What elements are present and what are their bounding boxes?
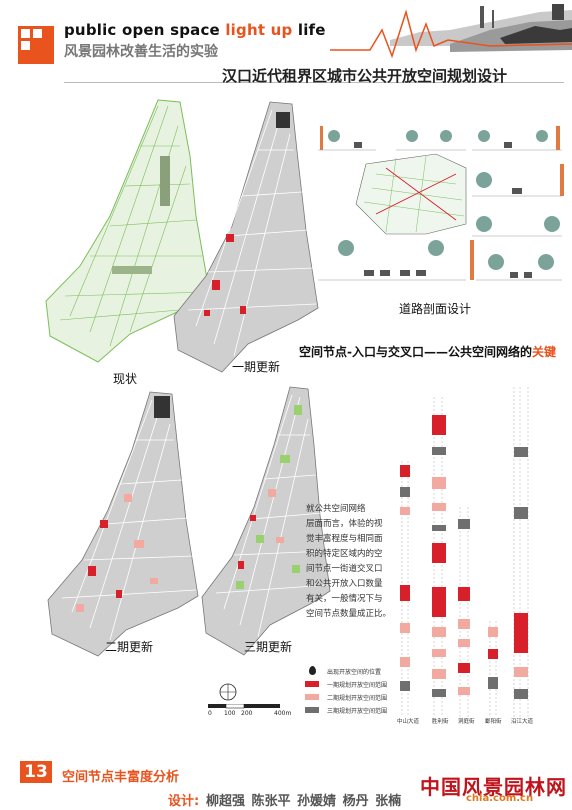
brand-subtitle: 风景园林改善生活的实验 xyxy=(64,44,218,60)
watermark-url: chla.com.cn xyxy=(466,793,534,804)
header-rule xyxy=(64,82,564,83)
road-section-diagram xyxy=(318,126,564,281)
map-label-phase1: 一期更新 xyxy=(232,360,281,374)
street-node-diagram xyxy=(400,387,529,717)
street-name-4: 鄱阳街 xyxy=(485,719,502,725)
street-name-2: 胜利街 xyxy=(432,719,449,725)
scale-tick-1: 100 xyxy=(224,710,236,717)
location-pin-icon xyxy=(309,666,316,675)
north-arrow-icon xyxy=(219,683,237,701)
map-phase2 xyxy=(47,391,199,657)
street-name-3: 洞庭街 xyxy=(458,719,475,725)
scale-tick-2: 200 xyxy=(241,710,253,717)
road-section-label: 道路剖面设计 xyxy=(399,302,472,316)
page-number: 13 xyxy=(20,761,52,783)
map-label-phase2: 二期更新 xyxy=(105,640,154,654)
map-phase3 xyxy=(201,386,331,656)
header-photo-strip xyxy=(330,0,572,66)
brand-slogan: public open space light up life xyxy=(64,21,326,39)
scale-tick-0: 0 xyxy=(208,710,212,717)
scale-bar: 0 100 200 400m xyxy=(208,704,292,718)
watermark: 中国风景园林网 xyxy=(420,775,567,799)
logo xyxy=(18,26,54,64)
nodes-description: 就公共空间网络 层面而言，体验的视 觉丰富程度与相同面 积的特定区域内的空 间节… xyxy=(306,504,392,619)
designers-names: 柳超强 陈张平 孙媛婧 杨丹 张楠 xyxy=(206,794,402,809)
footer-title: 空间节点丰富度分析 xyxy=(62,770,180,785)
street-name-1: 中山大道 xyxy=(397,719,420,725)
scale-tick-3: 400m xyxy=(274,710,292,717)
map-phase1 xyxy=(173,101,319,373)
map-current xyxy=(45,99,211,363)
map-label-current: 现状 xyxy=(113,372,138,386)
map-label-phase3: 三期更新 xyxy=(244,640,293,654)
designers-label: 设计: xyxy=(168,794,200,809)
page-title: 汉口近代租界区城市公共开放空间规划设计 xyxy=(222,67,508,85)
nodes-heading: 空间节点-入口与交叉口——公共空间网络的关键 xyxy=(299,345,556,359)
street-name-5: 沿江大道 xyxy=(511,719,534,725)
